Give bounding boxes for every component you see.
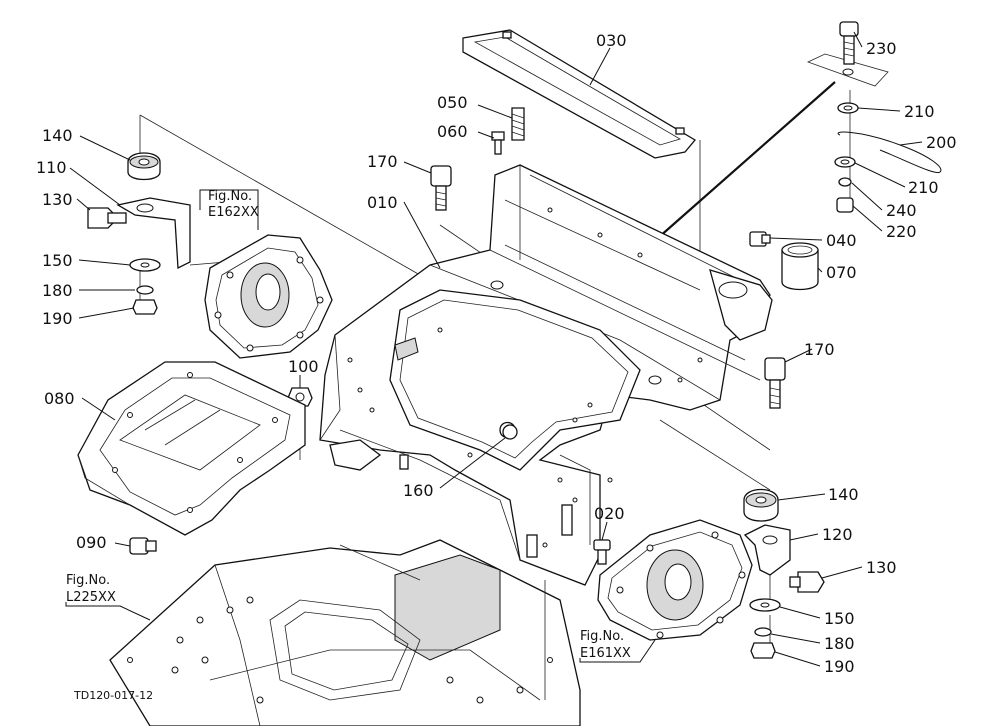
label-leaders <box>65 31 923 667</box>
filter-part-070 <box>781 242 819 291</box>
bolt-part-170-upper <box>430 165 452 211</box>
bolt-part-060 <box>491 131 505 155</box>
label-150-right: 150 <box>824 609 855 628</box>
label-100: 100 <box>288 357 319 376</box>
fig-ref-l225-code: L225XX <box>66 590 116 605</box>
label-180-right: 180 <box>824 634 855 653</box>
bolt-part-170-lower <box>764 357 786 409</box>
label-090: 090 <box>76 533 107 552</box>
label-210-lower: 210 <box>908 178 939 197</box>
part-number-labels: 030 050 060 170 010 140 110 130 150 180 … <box>36 31 957 676</box>
label-130-right: 130 <box>866 558 897 577</box>
label-200: 200 <box>926 133 957 152</box>
label-080: 080 <box>44 389 75 408</box>
fig-ref-e161-title: Fig.No. <box>580 629 624 644</box>
label-190-right: 190 <box>824 657 855 676</box>
label-130-left: 130 <box>42 190 73 209</box>
drawing-number: TD120-017-12 <box>73 689 153 702</box>
base-frame-drawing <box>109 539 581 726</box>
label-230: 230 <box>866 39 897 58</box>
label-140-left: 140 <box>42 126 73 145</box>
label-110: 110 <box>36 158 67 177</box>
label-160: 160 <box>403 481 434 500</box>
label-150-left: 150 <box>42 251 73 270</box>
label-190-left: 190 <box>42 309 73 328</box>
isolator-stack-top-right <box>806 21 942 213</box>
label-040: 040 <box>826 231 857 250</box>
label-210-upper: 210 <box>904 102 935 121</box>
mount-stack-left <box>87 152 191 315</box>
label-140-right: 140 <box>828 485 859 504</box>
label-020: 020 <box>594 504 625 523</box>
fig-ref-l225-title: Fig.No. <box>66 573 110 588</box>
housing-e162 <box>204 234 333 359</box>
label-220: 220 <box>886 222 917 241</box>
figure-references: Fig.No. E162XX Fig.No. L225XX Fig.No. E1… <box>66 189 631 661</box>
label-240: 240 <box>886 201 917 220</box>
top-plate-part-030 <box>462 29 696 159</box>
floor-plate-part-080 <box>77 361 306 536</box>
bolt-part-090 <box>129 537 157 555</box>
plug-part-160 <box>502 424 518 440</box>
spring-part-050 <box>511 107 525 141</box>
bolt-part-040 <box>749 231 771 247</box>
label-010: 010 <box>367 193 398 212</box>
fig-ref-e162-title: Fig.No. <box>208 189 252 204</box>
mount-stack-right <box>743 488 825 659</box>
label-070: 070 <box>826 263 857 282</box>
label-050: 050 <box>437 93 468 112</box>
label-180-left: 180 <box>42 281 73 300</box>
label-030: 030 <box>596 31 627 50</box>
label-170-upper: 170 <box>367 152 398 171</box>
housing-e161 <box>597 519 753 641</box>
label-120: 120 <box>822 525 853 544</box>
main-frame-part-010 <box>319 164 773 586</box>
fig-ref-e161-code: E161XX <box>580 646 631 661</box>
label-170-lower: 170 <box>804 340 835 359</box>
label-060: 060 <box>437 122 468 141</box>
fig-ref-e162-code: E162XX <box>208 205 259 220</box>
